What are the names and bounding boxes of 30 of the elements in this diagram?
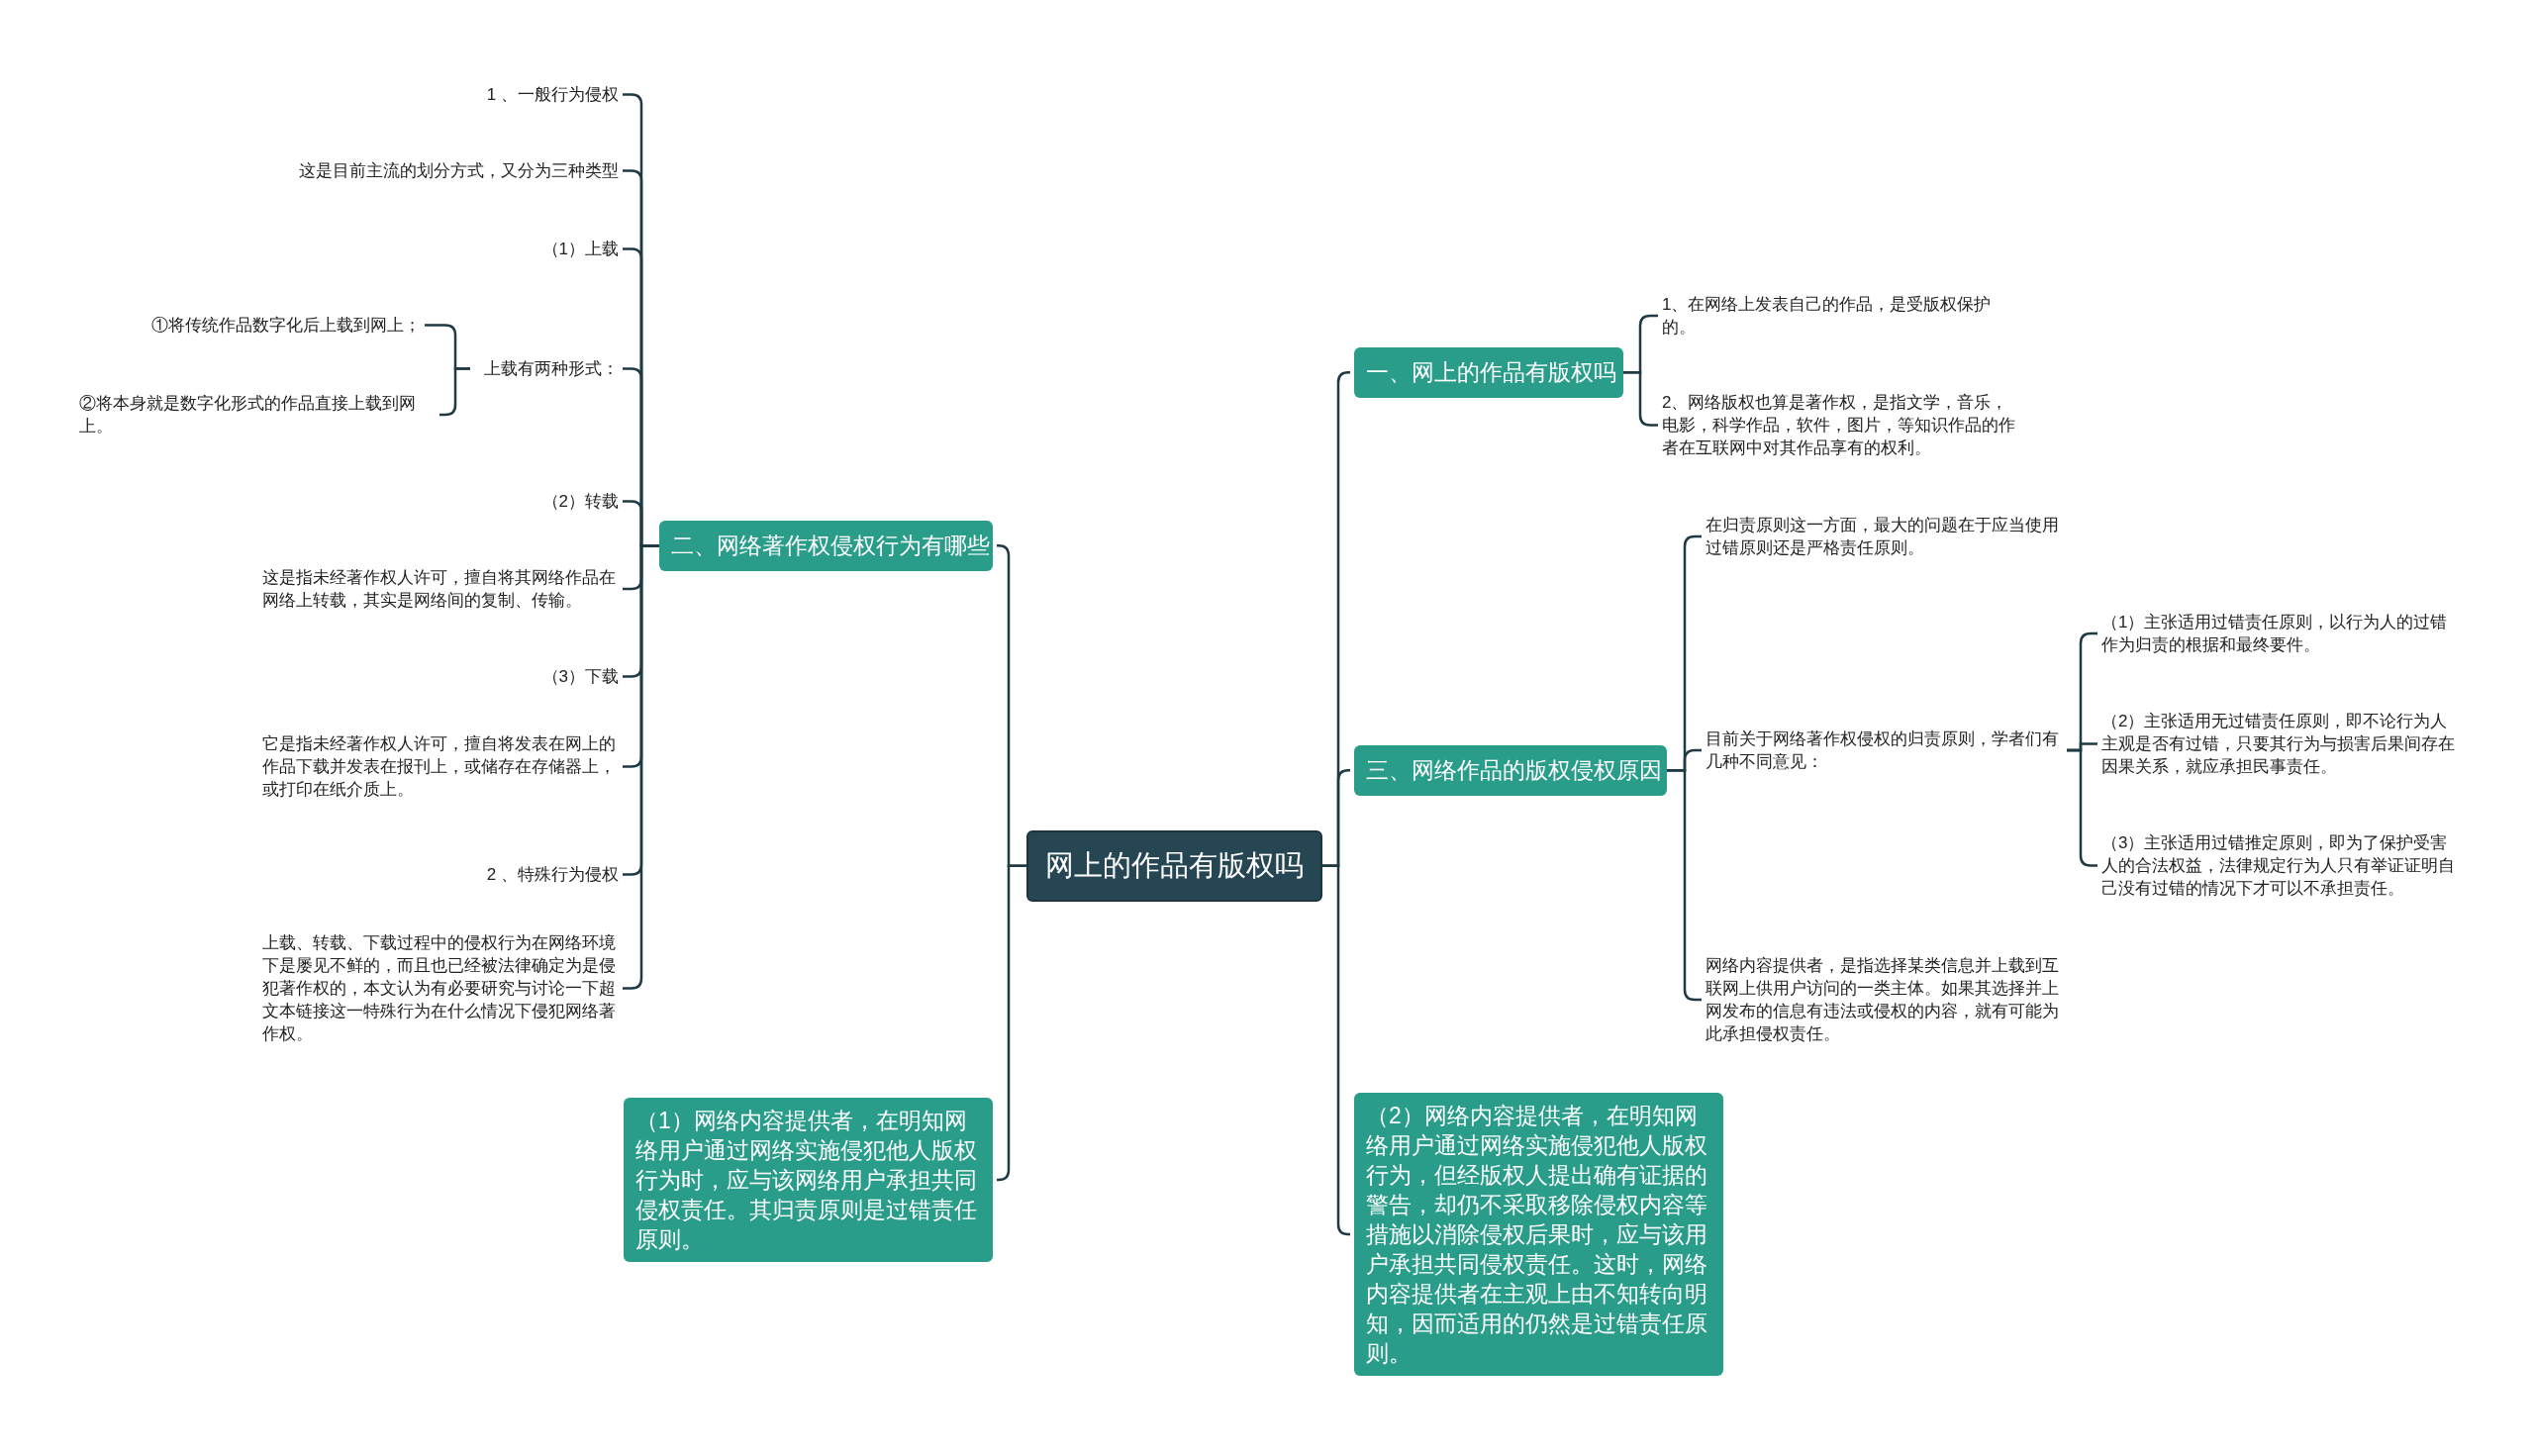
leaf-text: （2）主张适用无过错责任原则，即不论行为人主观是否有过错，只要其行为与损害后果间存在因果关系，就应承担民事责任。	[2101, 710, 2463, 778]
topic-box: 二、网络著作权侵权行为有哪些	[659, 521, 993, 571]
note-box: （2）网络内容提供者，在明知网络用户通过网络实施侵犯他人版权行为，但经版权人提出确有证据的警告，却仍不采取移除侵权内容等措施以消除侵权后果时，应与该用户承担共同侵权责任。这时，网络内容提供者在主观上由不知转向明知，因而适用的仍然是过错责任原则。	[1354, 1093, 1723, 1376]
leaf-text: ①将传统作品数字化后上载到网上；	[124, 314, 421, 337]
leaf-text: 在归责原则这一方面，最大的问题在于应当使用过错原则还是严格责任原则。	[1706, 514, 2067, 559]
leaf-text: （3）下载	[302, 665, 619, 688]
connector-line	[623, 544, 659, 990]
leaf-text: 这是目前主流的划分方式，又分为三种类型	[262, 159, 619, 182]
leaf-text: （1）上载	[302, 238, 619, 260]
leaf-text: 上载、转载、下载过程中的侵权行为在网络环境下是屡见不鲜的，而且也已经被法律确定为是侵犯著作权的，本文认为有必要研究与讨论一下超文本链接这一特殊行为在什么情况下侵犯网络著作权。	[262, 931, 619, 1045]
leaf-text: 网络内容提供者，是指选择某类信息并上载到互联网上供用户访问的一类主体。如果其选择并上网发布的信息有违法或侵权的内容，就有可能为此承担侵权责任。	[1706, 954, 2067, 1045]
note-box: （1）网络内容提供者，在明知网络用户通过网络实施侵犯他人版权行为时，应与该网络用户承担共同侵权责任。其归责原则是过错责任原则。	[624, 1098, 993, 1262]
root-topic-box: 网上的作品有版权吗	[1026, 830, 1322, 902]
leaf-text: ②将本身就是数字化形式的作品直接上载到网上。	[79, 392, 436, 437]
topic-box: 一、网上的作品有版权吗	[1354, 347, 1623, 398]
connector-line	[439, 367, 470, 417]
leaf-text: 目前关于网络著作权侵权的归责原则，学者们有几种不同意见：	[1706, 728, 2067, 773]
leaf-text: 它是指未经著作权人许可，擅自将发表在网上的作品下载并发表在报刊上，或储存在存储器上，或打印在纸介质上。	[262, 732, 619, 801]
connector-line	[996, 864, 1026, 1182]
connector-line	[1322, 864, 1351, 1236]
topic-box: 三、网络作品的版权侵权原因	[1354, 745, 1667, 796]
leaf-text: 1、在网络上发表自己的作品，是受版权保护的。	[1662, 293, 2018, 339]
leaf-text: （3）主张适用过错推定原则，即为了保护受害人的合法权益，法律规定行为人只有举证证明自己没有过错的情况下才可以不承担责任。	[2101, 831, 2463, 900]
leaf-text: 2、网络版权也算是著作权，是指文学，音乐，电影，科学作品，软件，图片，等知识作品的作者在互联网中对其作品享有的权利。	[1662, 391, 2018, 459]
leaf-text: （2）转载	[302, 490, 619, 513]
leaf-text: 这是指未经著作权人许可，擅自将其网络作品在网络上转载，其实是网络间的复制、传输。	[262, 566, 619, 612]
leaf-text: 上载有两种形式：	[470, 357, 619, 380]
leaf-text: 2 、特殊行为侵权	[302, 863, 619, 886]
leaf-text: （1）主张适用过错责任原则，以行为人的过错作为归责的根据和最终要件。	[2101, 611, 2463, 656]
leaf-text: 1 、一般行为侵权	[302, 83, 619, 106]
